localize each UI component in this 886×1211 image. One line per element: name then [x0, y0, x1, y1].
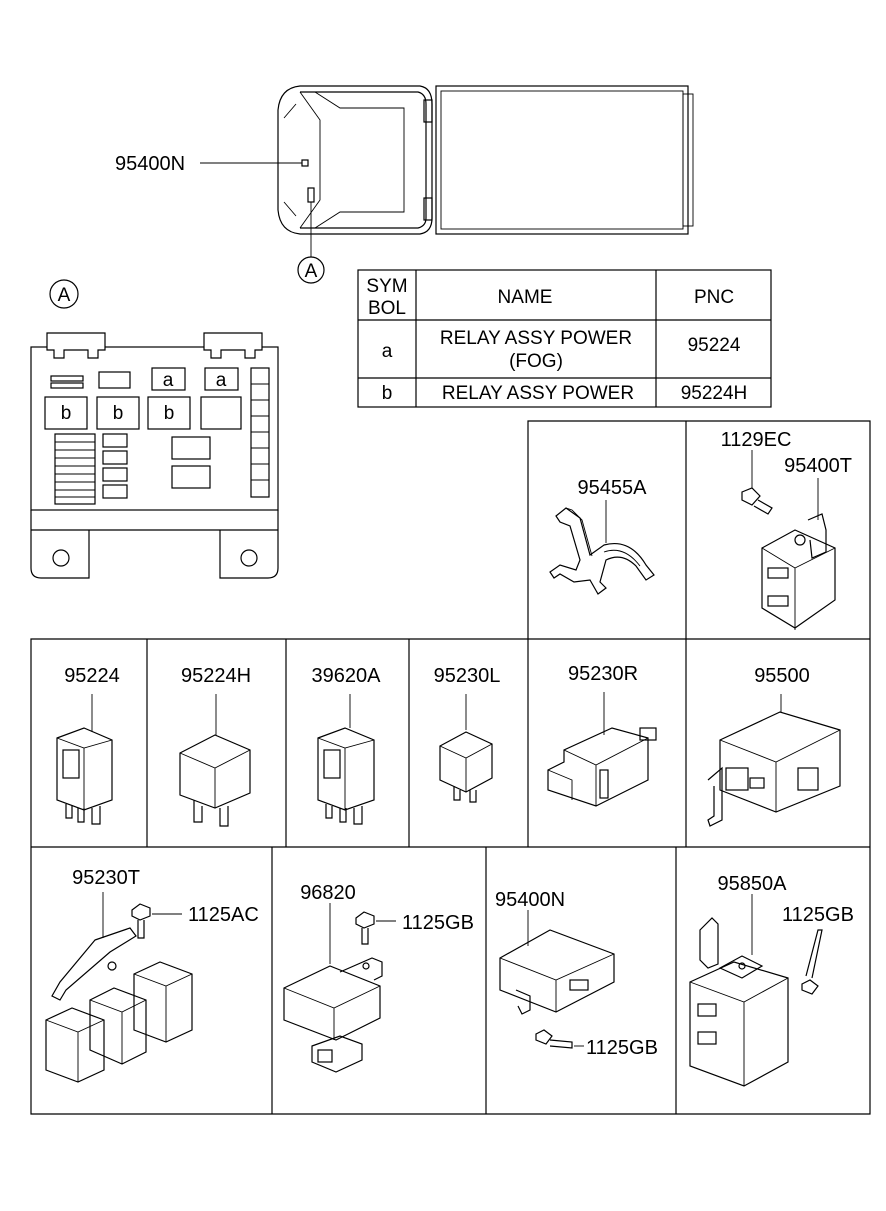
parts-grid — [30, 420, 871, 1115]
table-row-1-name-2: (FOG) — [509, 351, 563, 372]
relay-95224 — [56, 694, 113, 825]
label-39620A: 39620A — [312, 665, 382, 687]
fusebox-ref-label: A — [58, 285, 71, 306]
label-95400N: 95400N — [495, 889, 565, 911]
table-row-2-sym: b — [382, 383, 393, 404]
table-row-1-name: RELAY ASSY POWER — [440, 328, 632, 349]
fusebox-slot-b3: b — [164, 403, 175, 424]
table-header-pnc: PNC — [694, 287, 734, 308]
relay-39620A — [317, 694, 375, 825]
module-95400T — [761, 478, 836, 630]
module-95850A — [689, 894, 823, 1087]
label-95850A: 95850A — [718, 873, 788, 895]
bolt-1125GB-a — [355, 911, 396, 945]
label-95500: 95500 — [754, 665, 810, 687]
label-95230R: 95230R — [568, 663, 638, 685]
label-95230T: 95230T — [72, 867, 140, 889]
vehicle-top-view — [200, 85, 694, 284]
label-95400T: 95400T — [784, 455, 852, 477]
label-95224H: 95224H — [181, 665, 251, 687]
module-95500 — [707, 694, 841, 827]
vehicle-callout-label: 95400N — [115, 153, 185, 175]
fusebox-slot-b1: b — [61, 403, 72, 424]
table-header-sym-2: BOL — [368, 298, 406, 319]
label-95455A: 95455A — [578, 477, 648, 499]
table-header-name: NAME — [498, 287, 553, 308]
table-row-2-name: RELAY ASSY POWER — [442, 383, 634, 404]
symbol-table — [357, 269, 772, 408]
relay-bank-95230T — [45, 892, 193, 1083]
table-row-2-pnc: 95224H — [681, 383, 748, 404]
fusebox-slot-a2: a — [216, 370, 227, 391]
table-row-1-sym: a — [382, 341, 393, 362]
fusebox-ref-circle — [49, 279, 79, 309]
label-95224: 95224 — [64, 665, 120, 687]
label-95230L: 95230L — [434, 665, 501, 687]
table-row-1-pnc: 95224 — [688, 335, 741, 356]
fusebox-slot-a1: a — [163, 370, 174, 391]
label-1129EC: 1129EC — [721, 429, 792, 451]
fusebox-slot-b2: b — [113, 403, 124, 424]
relay-95230L — [439, 694, 493, 803]
bracket-95455A — [549, 500, 655, 595]
label-1125GB-b: 1125GB — [586, 1037, 658, 1059]
bolt-1125AC — [131, 903, 182, 939]
fusebox — [30, 332, 279, 579]
label-1125GB-a: 1125GB — [402, 912, 474, 934]
label-1125GB-c: 1125GB — [782, 904, 854, 926]
relay-95230R — [547, 692, 657, 807]
label-1125AC: 1125AC — [188, 904, 259, 926]
bolt-1129EC — [741, 450, 773, 515]
relay-96820 — [283, 903, 383, 1073]
table-header-sym-1: SYM — [366, 276, 407, 297]
label-96820: 96820 — [300, 882, 356, 904]
vehicle-ref-a: A — [305, 261, 318, 282]
module-95400N — [499, 910, 615, 1049]
relay-95224H — [179, 694, 251, 827]
